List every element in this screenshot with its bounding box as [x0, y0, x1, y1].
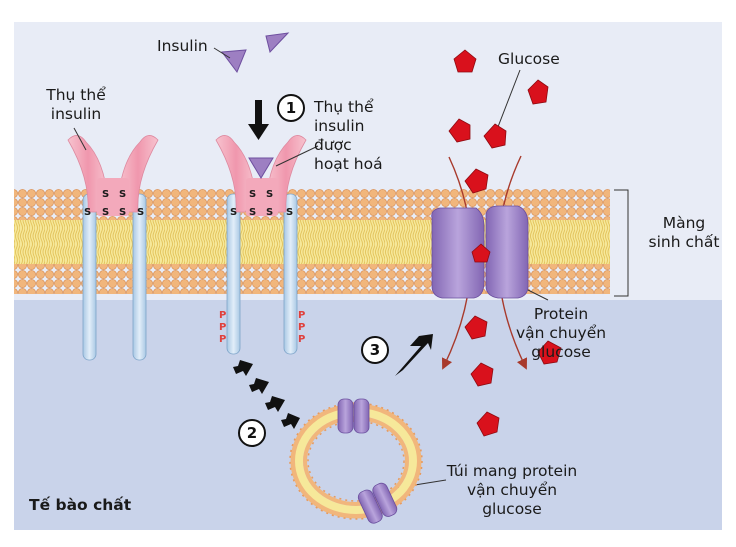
disulfide-label: S: [137, 207, 144, 218]
phosphate-label: P: [219, 322, 226, 333]
phosphate-label: P: [298, 334, 305, 345]
disulfide-label: S: [102, 207, 109, 218]
activated-receptor-label: Thụ thể insulin được hoạt hoá: [314, 98, 383, 173]
insulin-label: Insulin: [157, 37, 208, 55]
vesicle-transporter-protein: [337, 398, 370, 434]
transporter-label: Protein vận chuyển glucose: [515, 305, 607, 361]
phosphate-label: P: [219, 334, 226, 345]
disulfide-label: S: [230, 207, 237, 218]
membrane-label: Màng sinh chất: [648, 214, 720, 251]
glucose-in-channel: [471, 243, 491, 263]
activated-insulin-receptor: S S S S S S P P P P P P: [215, 135, 307, 355]
step-3-badge: 3: [361, 336, 389, 364]
vesicle-label: Túi mang protein vận chuyển glucose: [446, 462, 578, 518]
disulfide-label: S: [102, 189, 109, 200]
transport-vesicle: [289, 398, 423, 524]
step-arrows: [248, 100, 433, 376]
phosphate-label: P: [298, 310, 305, 321]
receptor-label: Thụ thể insulin: [46, 86, 106, 123]
disulfide-label: S: [266, 189, 273, 200]
bound-insulin: [248, 157, 274, 179]
insulin-molecule: [265, 32, 290, 54]
disulfide-label: S: [266, 207, 273, 218]
glucose-molecules: [448, 49, 562, 437]
disulfide-label: S: [84, 207, 91, 218]
phosphate-label: P: [298, 322, 305, 333]
step-1-badge: 1: [277, 94, 305, 122]
glucose-transporter-protein: [431, 205, 529, 299]
step-2-badge: 2: [238, 419, 266, 447]
disulfide-label: S: [119, 207, 126, 218]
cytoplasm-label: Tế bào chất: [29, 496, 132, 514]
glucose-label: Glucose: [498, 50, 560, 68]
vesicle-transporter-protein: [357, 482, 398, 524]
vesicle-transport-arrows: [233, 360, 300, 429]
disulfide-label: S: [286, 207, 293, 218]
disulfide-label: S: [249, 207, 256, 218]
phosphate-label: P: [219, 310, 226, 321]
insulin-molecule: [221, 49, 247, 74]
disulfide-label: S: [249, 189, 256, 200]
insulin-receptor: S S S S S S: [67, 135, 159, 361]
disulfide-label: S: [119, 189, 126, 200]
